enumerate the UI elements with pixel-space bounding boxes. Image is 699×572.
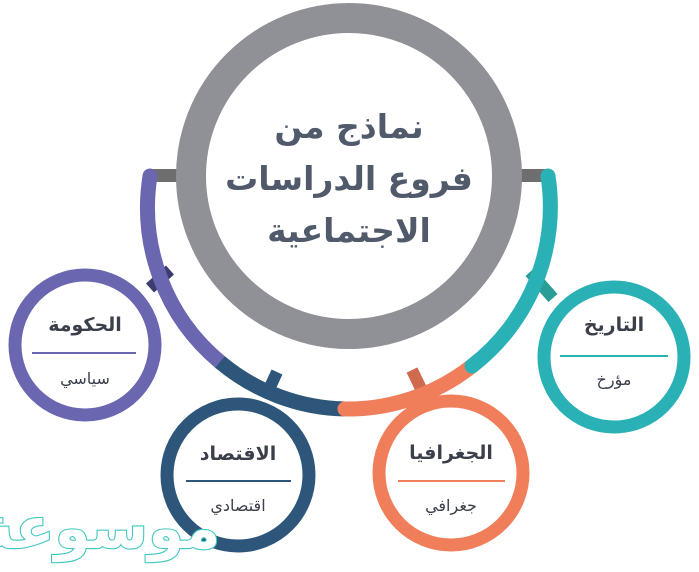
node-geography: الجغرافيا جغرافي: [372, 394, 530, 552]
arc-segment-history: [464, 168, 558, 374]
node-history-title: التاريخ: [584, 314, 644, 336]
node-geography-ring: [372, 394, 530, 552]
node-government-subtitle: سياسي: [60, 369, 110, 389]
center-title-line-3: الاجتماعية: [267, 211, 431, 250]
node-government-title: الحكومة: [48, 314, 122, 336]
node-history-subtitle: مؤرخ: [597, 370, 632, 390]
node-economics-subtitle: اقتصادي: [210, 496, 265, 516]
watermark-logo: موسوعة: [0, 493, 221, 564]
node-geography-subtitle: جغرافي: [425, 496, 477, 516]
node-economics: الاقتصاد اقتصادي: [160, 397, 316, 553]
arc-segment-government: [140, 168, 228, 370]
node-government-ring: [8, 268, 162, 422]
arc-segment-economics: [215, 356, 346, 417]
node-economics-ring: [160, 397, 316, 553]
center-title-line-1: نماذج من: [274, 107, 423, 147]
center-ring: [176, 3, 522, 349]
arc-segment-geography: [337, 358, 480, 417]
center-title-line-2: فروع الدراسات: [225, 159, 473, 199]
center-hub: نماذج من فروع الدراسات الاجتماعية: [176, 3, 522, 349]
node-economics-title: الاقتصاد: [200, 443, 276, 465]
node-geography-title: الجغرافيا: [409, 442, 493, 464]
node-government: الحكومة سياسي: [8, 268, 162, 422]
node-history: التاريخ مؤرخ: [537, 280, 691, 434]
watermark-logo-text: موسوعة: [0, 494, 220, 563]
